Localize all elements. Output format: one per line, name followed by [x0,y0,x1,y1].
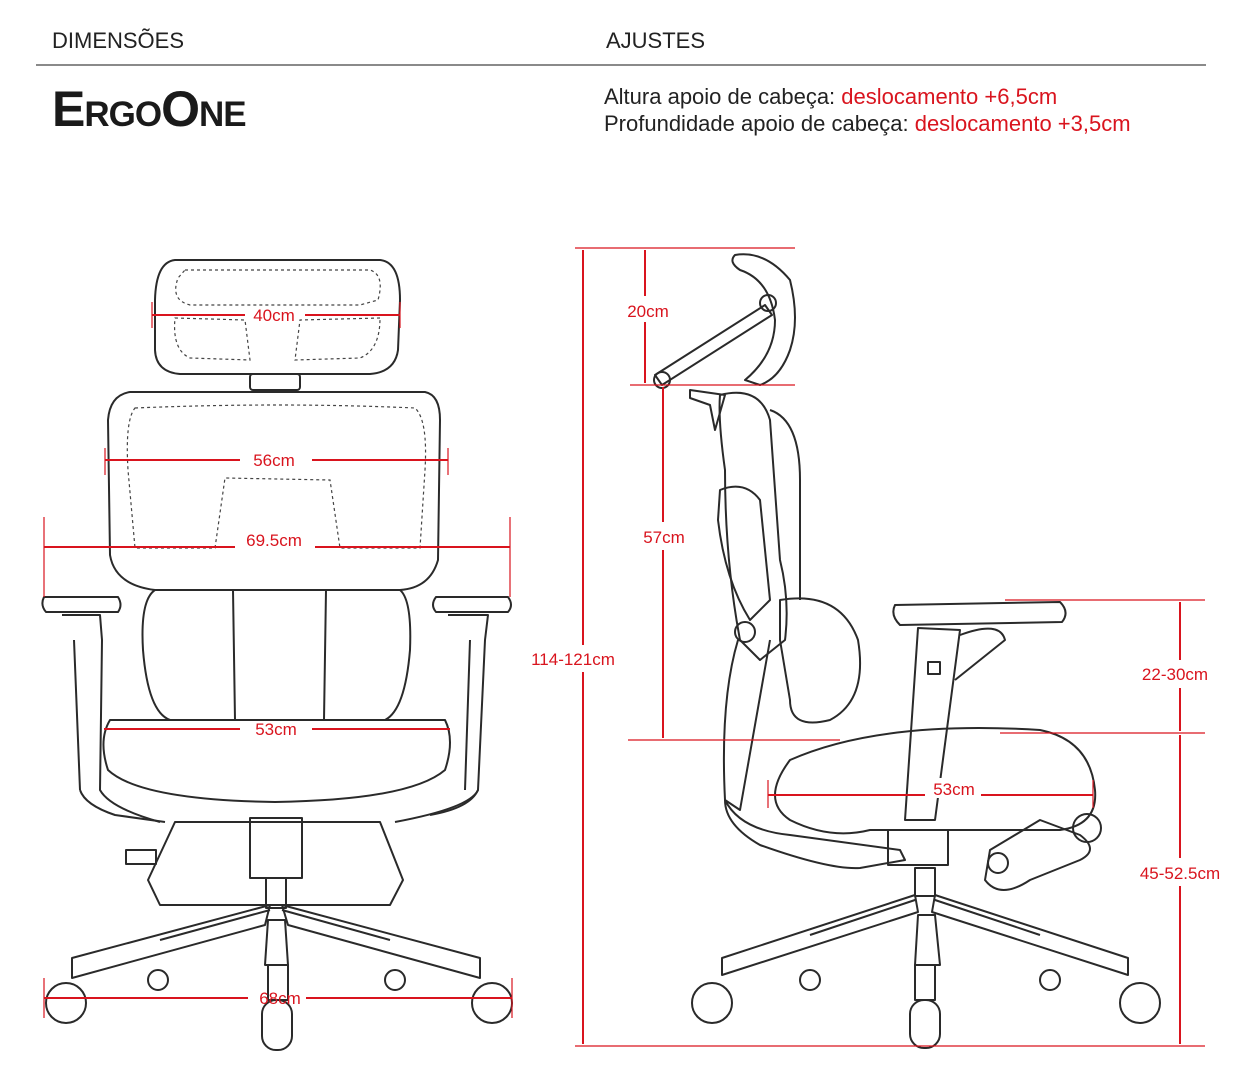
seat-depth-label: 53cm [933,780,975,799]
side-chair-drawing [653,253,1161,1049]
side-dimensions: 114-121cm 20cm 57cm 22-30cm 45-52.5cm 53… [531,247,1220,1047]
adjustment-value: deslocamento +6,5cm [841,84,1058,109]
base-width-label: 68cm [259,989,301,1008]
dimensions-heading: DIMENSÕES [52,28,185,53]
adjustment-label: Profundidade apoio de cabeça: [604,111,909,136]
adjustments-heading: AJUSTES [606,28,706,53]
header-divider [36,64,1206,66]
headrest-width-label: 40cm [253,306,295,325]
brand-logo: ErgoOne [52,81,247,137]
backrest-height-label: 57cm [643,528,685,547]
adjustment-headrest-depth: Profundidade apoio de cabeça: deslocamen… [604,111,1131,137]
headrest-height-label: 20cm [627,302,669,321]
adjustment-headrest-height: Altura apoio de cabeça: deslocamento +6,… [604,84,1057,110]
adjustment-value: deslocamento +3,5cm [914,111,1131,136]
front-dimensions: 40cm 56cm 69.5cm 53cm 68cm [43,302,513,1018]
total-height-label: 114-121cm [531,650,615,669]
seat-width-label: 53cm [255,720,297,739]
backrest-width-label: 56cm [253,451,295,470]
armrest-height-label: 22-30cm [1142,665,1208,684]
adjustment-label: Altura apoio de cabeça: [604,84,836,109]
seat-height-label: 45-52.5cm [1140,864,1220,883]
front-chair-drawing [41,259,513,1051]
armrest-span-label: 69.5cm [246,531,302,550]
